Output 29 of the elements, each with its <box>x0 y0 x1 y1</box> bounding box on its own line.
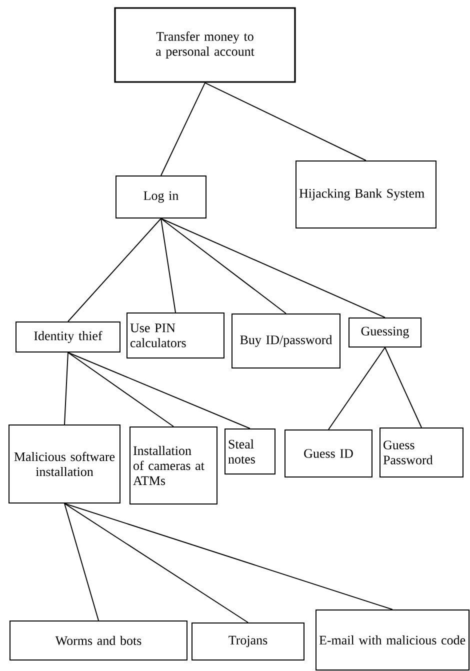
attack-box: Identity thief <box>16 322 120 352</box>
connector-line <box>160 218 176 313</box>
attack-box: Guess Password <box>380 428 464 478</box>
connector-line <box>384 347 422 428</box>
attack-box: Guess ID <box>284 430 372 478</box>
attack-box: Guessing <box>348 318 422 348</box>
connector-line <box>64 352 68 425</box>
attack-box: Steal notes <box>224 428 276 474</box>
connector-line <box>204 82 366 161</box>
attack-box: Worms and bots <box>10 620 188 660</box>
attack-box: Log in <box>116 176 206 218</box>
attack-box: Malicious software installation <box>8 424 120 504</box>
connector-line <box>160 218 386 318</box>
connector-line <box>68 218 162 322</box>
connector-line <box>68 352 250 429</box>
attack-box: Trojans <box>192 622 304 660</box>
connector-line <box>160 82 206 176</box>
connector-line <box>160 218 286 314</box>
goal-box: Transfer money to a personal account <box>114 7 296 83</box>
attack-box: E-mail with malicious code <box>316 610 470 670</box>
connector-line <box>328 347 386 430</box>
attack-box: Use PIN calculators <box>126 312 224 358</box>
connector-line <box>64 503 248 623</box>
connector-line <box>68 352 174 427</box>
attack-box: Hijacking Bank System <box>296 160 436 228</box>
attack-box: Buy ID/password <box>232 314 340 368</box>
attack-box: Installation of cameras at ATMs <box>130 426 218 504</box>
connector-line <box>64 503 99 621</box>
connector-line <box>64 503 393 610</box>
